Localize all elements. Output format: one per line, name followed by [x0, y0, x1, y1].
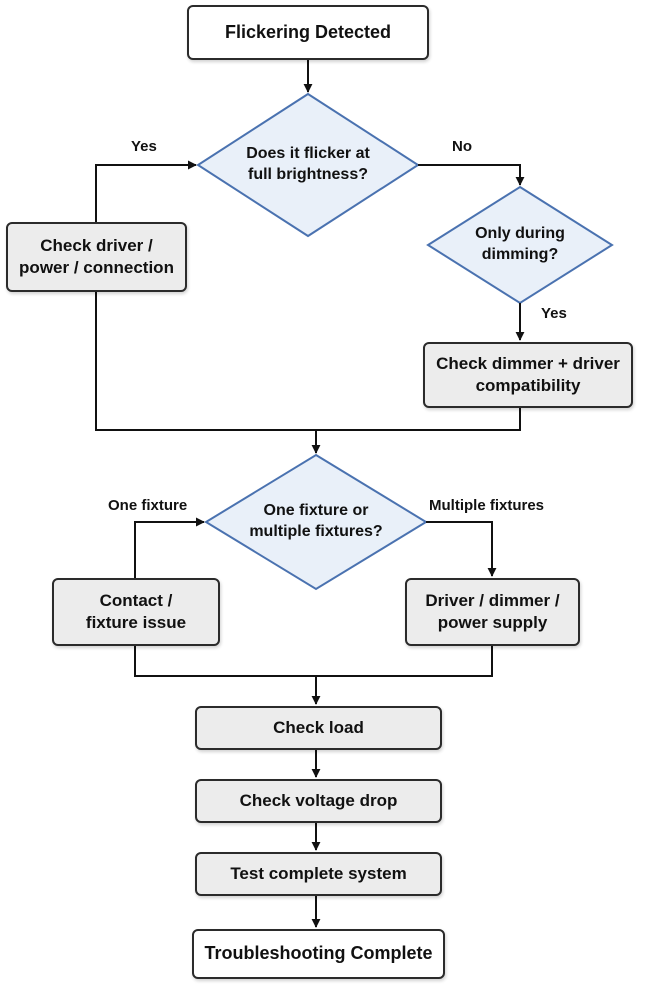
- diamond-full-brightness: [196, 92, 420, 238]
- edge-yes-full-brightness: [95, 160, 197, 222]
- node-only-during-dimming: Only during dimming?: [475, 225, 565, 263]
- node-check-voltage-drop: Check voltage drop: [195, 779, 442, 823]
- label-yes-dimming: Yes: [541, 305, 567, 322]
- node-check-driver-power-connection: Check driver / power / connection: [6, 222, 187, 292]
- edge-fixture-merge: [134, 646, 493, 677]
- node-contact-fixture-issue: Contact / fixture issue: [52, 578, 220, 646]
- node-flicker-full-brightness: Does it flicker at full brightness?: [246, 145, 370, 183]
- node-troubleshooting-complete: Troubleshooting Complete: [192, 929, 445, 979]
- node-test-complete-system: Test complete system: [195, 852, 442, 896]
- node-driver-dimmer-power-supply: Driver / dimmer / power supply: [405, 578, 580, 646]
- diamond-fixtures: [204, 453, 428, 591]
- label-one-fixture: One fixture: [108, 497, 188, 514]
- node-check-dimmer-driver-compatibility: Check dimmer + driver compatibility: [423, 342, 633, 408]
- edge-multiple-fixtures: [426, 521, 497, 577]
- label-multiple-fixtures: Multiple fixtures: [429, 497, 545, 514]
- node-flickering-detected: Flickering Detected: [187, 5, 429, 60]
- edge-no-full-brightness: [418, 164, 525, 186]
- node-one-or-multiple-fixtures: One fixture or multiple fixtures?: [249, 502, 383, 540]
- label-no-full-brightness: No: [452, 138, 472, 155]
- node-check-load: Check load: [195, 706, 442, 750]
- connector-lines: [95, 60, 525, 928]
- label-yes-full-brightness: Yes: [131, 138, 157, 155]
- edge-one-fixture: [134, 517, 205, 578]
- edge-driver-box-down: [95, 292, 521, 431]
